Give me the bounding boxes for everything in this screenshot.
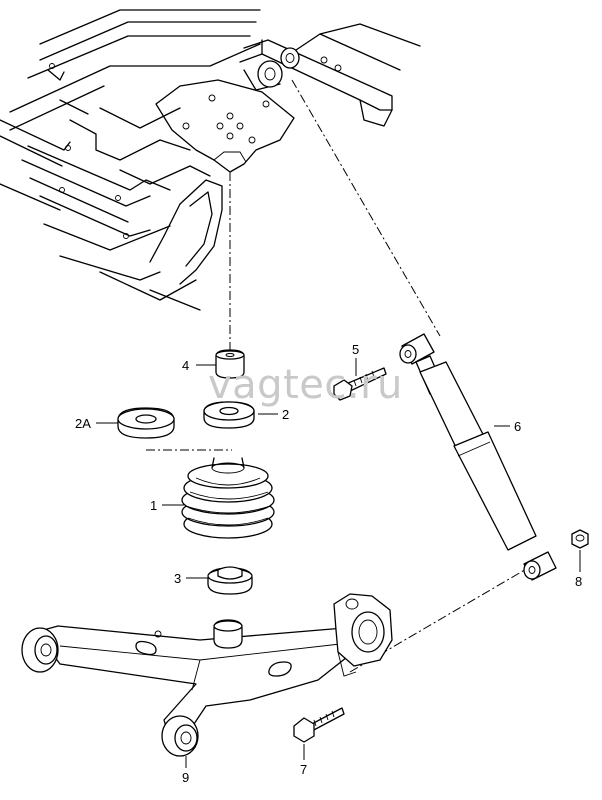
callout-5: 5 [352,342,359,357]
vehicle-body-frame [0,9,421,311]
spring-seat-part-3 [207,566,253,595]
callout-8: 8 [575,574,582,589]
spacer-ring-part-2 [203,401,255,429]
bump-stop-part-4 [215,349,245,379]
shock-absorber-part-6 [399,333,557,581]
callout-1: 1 [150,498,157,513]
callout-leaders [96,358,581,768]
bolt-part-7 [293,707,345,743]
callout-labels: 4 2 2A 1 3 5 6 7 8 9 [75,342,582,785]
callout-9: 9 [182,770,189,785]
callout-6: 6 [514,419,521,434]
callout-2a: 2A [75,416,91,431]
callout-7: 7 [300,762,307,777]
watermark-text: vagtec.ru [208,362,403,408]
coil-spring-part-1 [181,457,275,539]
bolt-part-5 [333,367,387,401]
callout-4: 4 [182,358,189,373]
callout-3: 3 [174,571,181,586]
callout-2: 2 [282,407,289,422]
control-arm-part-9 [21,593,393,757]
spacer-ring-part-2a [117,407,175,439]
nut-part-8 [571,529,589,549]
